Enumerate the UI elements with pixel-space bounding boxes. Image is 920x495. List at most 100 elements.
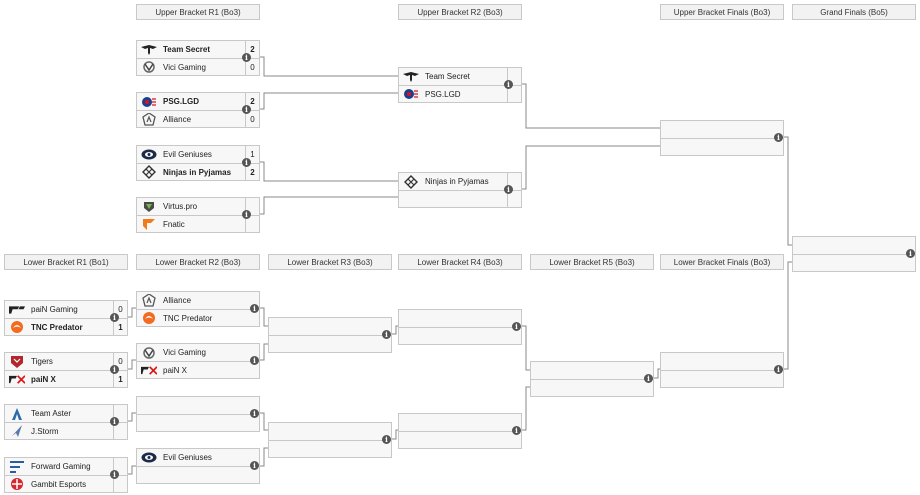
match-lbr2-2[interactable]: Vici Gaming paiN X i xyxy=(136,343,260,379)
team-row: paiN X xyxy=(137,361,259,378)
match-ubr2-1[interactable]: Team Secret PSG.LGD i xyxy=(398,67,522,103)
team-row: Vici Gaming 0 xyxy=(137,58,259,75)
match-lb-finals[interactable]: i xyxy=(660,352,784,388)
team-name: Team Aster xyxy=(31,409,72,418)
match-lbr1-2[interactable]: Tigers 0 paiN X 1 i xyxy=(4,352,128,388)
psg-lgd-logo xyxy=(141,95,157,109)
team-row: paiN Gaming 0 xyxy=(5,301,127,318)
match-lbr4-1[interactable]: i xyxy=(398,309,522,345)
match-info-icon[interactable]: i xyxy=(906,249,915,258)
team-row: PSG.LGD 2 xyxy=(137,93,259,110)
match-info-icon[interactable]: i xyxy=(250,461,259,470)
alliance-logo xyxy=(141,112,157,126)
team-row: Alliance 0 xyxy=(137,110,259,127)
team-row: Team Aster xyxy=(5,405,127,422)
team-name: TNC Predator xyxy=(163,313,213,323)
tnc-predator-logo xyxy=(9,320,25,334)
team-row: paiN X 1 xyxy=(5,370,127,387)
header-lower-bracket-r5: Lower Bracket R5 (Bo3) xyxy=(530,254,654,270)
match-info-icon[interactable]: i xyxy=(644,374,653,383)
match-lbr1-1[interactable]: paiN Gaming 0 TNC Predator 1 i xyxy=(4,300,128,336)
team-aster-logo xyxy=(9,407,25,421)
team-row-empty xyxy=(793,237,915,254)
team-name: Ninjas in Pyjamas xyxy=(163,167,232,177)
evil-geniuses-logo xyxy=(141,148,157,162)
match-info-icon[interactable]: i xyxy=(382,330,391,339)
team-score xyxy=(507,191,521,207)
match-lbr3-1[interactable]: i xyxy=(268,317,392,353)
match-ubr1-1[interactable]: Team Secret 2 Vici Gaming 0 i xyxy=(136,40,260,76)
tnc-predator-logo xyxy=(141,311,157,325)
match-info-icon[interactable]: i xyxy=(512,426,521,435)
match-info-icon[interactable]: i xyxy=(110,313,119,322)
match-ubr1-3[interactable]: Evil Geniuses 1 Ninjas in Pyjamas 2 i xyxy=(136,145,260,181)
team-name: paiN Gaming xyxy=(31,305,78,314)
match-info-icon[interactable]: i xyxy=(110,365,119,374)
team-row-empty xyxy=(399,327,521,344)
match-grand-finals[interactable]: i xyxy=(792,236,916,272)
match-info-icon[interactable]: i xyxy=(110,470,119,479)
match-lbr5[interactable]: i xyxy=(530,361,654,397)
match-lbr1-3[interactable]: Team Aster J.Storm i xyxy=(4,404,128,440)
header-grand-finals: Grand Finals (Bo5) xyxy=(792,4,916,20)
match-lbr2-4[interactable]: Evil Geniuses i xyxy=(136,448,260,484)
team-row-empty xyxy=(137,466,259,483)
team-row-empty xyxy=(269,335,391,352)
match-info-icon[interactable]: i xyxy=(242,53,251,62)
team-score xyxy=(245,216,259,232)
team-row: TNC Predator xyxy=(137,309,259,326)
match-info-icon[interactable]: i xyxy=(242,105,251,114)
team-name: Virtus.pro xyxy=(163,202,198,211)
team-row-empty xyxy=(137,414,259,431)
match-ubr1-4[interactable]: Virtus.pro Fnatic i xyxy=(136,197,260,233)
team-row-empty xyxy=(793,254,915,271)
match-ub-finals[interactable]: i xyxy=(660,120,784,156)
match-info-icon[interactable]: i xyxy=(504,80,513,89)
virtus-pro-logo xyxy=(141,200,157,214)
match-lbr3-2[interactable]: i xyxy=(268,422,392,458)
match-lbr2-1[interactable]: Alliance TNC Predator i xyxy=(136,291,260,327)
team-row-empty xyxy=(661,138,783,155)
team-row: TNC Predator 1 xyxy=(5,318,127,335)
match-info-icon[interactable]: i xyxy=(774,133,783,142)
match-lbr1-4[interactable]: Forward Gaming Gambit Esports i xyxy=(4,457,128,493)
match-ubr1-2[interactable]: PSG.LGD 2 Alliance 0 i xyxy=(136,92,260,128)
team-row: Tigers 0 xyxy=(5,353,127,370)
header-lower-bracket-r3: Lower Bracket R3 (Bo3) xyxy=(268,254,392,270)
match-lbr4-2[interactable]: i xyxy=(398,413,522,449)
gambit-esports-logo xyxy=(9,477,25,491)
header-upper-bracket-finals: Upper Bracket Finals (Bo3) xyxy=(660,4,784,20)
team-name: Tigers xyxy=(31,357,53,366)
team-score: 1 xyxy=(113,319,127,335)
team-name: Ninjas in Pyjamas xyxy=(425,177,489,186)
team-row-empty xyxy=(661,353,783,370)
match-info-icon[interactable]: i xyxy=(242,158,251,167)
team-name: Gambit Esports xyxy=(31,479,87,489)
team-name: Forward Gaming xyxy=(31,462,91,471)
match-info-icon[interactable]: i xyxy=(512,322,521,331)
match-ubr2-2[interactable]: Ninjas in Pyjamas i xyxy=(398,172,522,208)
header-lower-bracket-finals: Lower Bracket Finals (Bo3) xyxy=(660,254,784,270)
team-row: Ninjas in Pyjamas xyxy=(399,173,521,190)
team-score: 1 xyxy=(113,371,127,387)
team-row-empty xyxy=(399,431,521,448)
match-info-icon[interactable]: i xyxy=(250,356,259,365)
pain-gaming-logo xyxy=(9,303,25,317)
team-row: Team Secret xyxy=(399,68,521,85)
match-lbr2-3[interactable]: i xyxy=(136,396,260,432)
match-info-icon[interactable]: i xyxy=(774,365,783,374)
team-row-empty xyxy=(661,121,783,138)
header-lower-bracket-r2: Lower Bracket R2 (Bo3) xyxy=(136,254,260,270)
match-info-icon[interactable]: i xyxy=(250,409,259,418)
match-info-icon[interactable]: i xyxy=(382,435,391,444)
match-info-icon[interactable]: i xyxy=(242,210,251,219)
team-row-empty xyxy=(399,414,521,431)
evil-geniuses-logo xyxy=(141,451,157,465)
match-info-icon[interactable]: i xyxy=(504,185,513,194)
forward-gaming-logo xyxy=(9,460,25,474)
empty-logo-slot xyxy=(403,192,419,206)
match-info-icon[interactable]: i xyxy=(110,417,119,426)
match-info-icon[interactable]: i xyxy=(250,304,259,313)
tigers-logo xyxy=(9,355,25,369)
team-name: PSG.LGD xyxy=(425,89,461,99)
